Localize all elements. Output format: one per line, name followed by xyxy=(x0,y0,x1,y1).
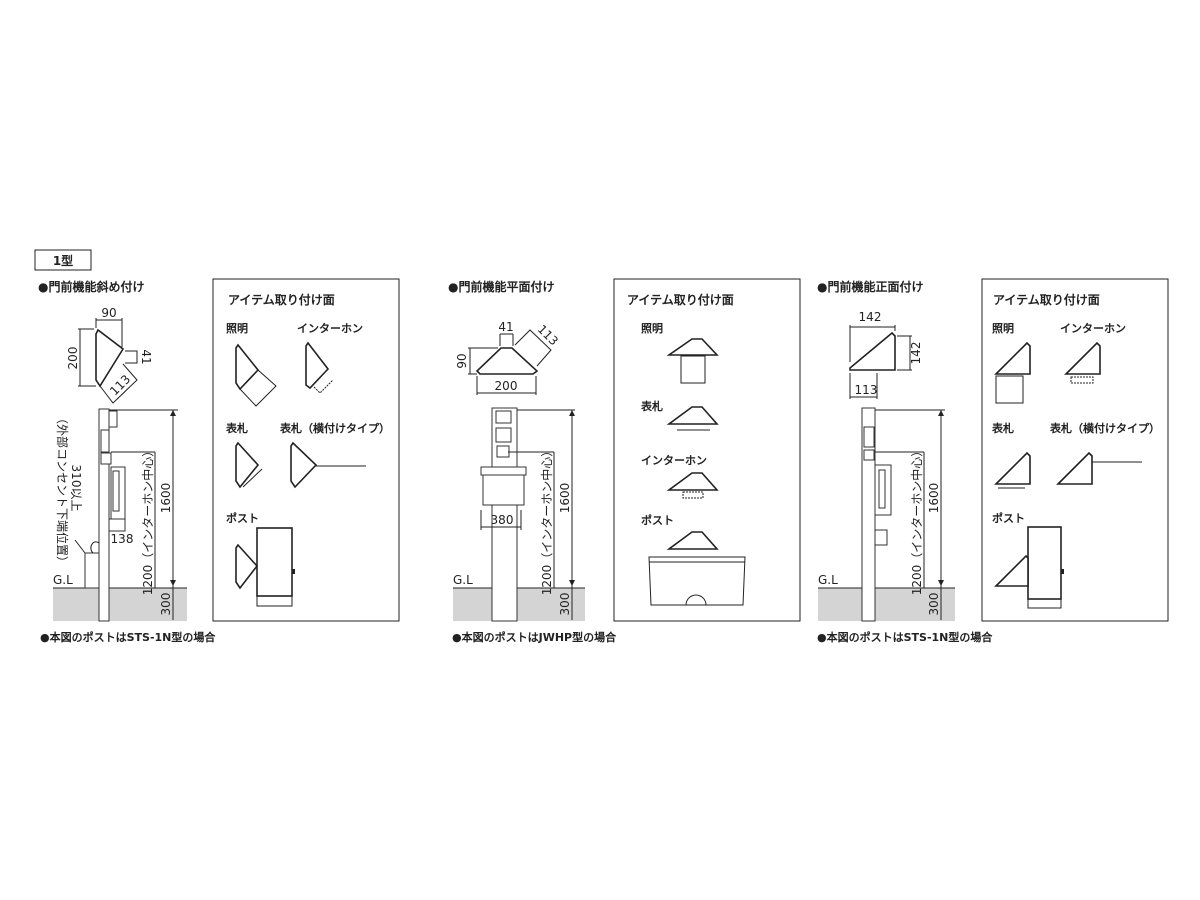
section-front-mount: ●門前機能正面付け 142 142 113 G.L 1600 1200（インター… xyxy=(817,278,1169,644)
mount-face-panel xyxy=(981,278,1169,622)
panel-item-light: 照明 xyxy=(226,322,248,335)
footnote: ●本図のポストはSTS-1N型の場合 xyxy=(817,630,993,644)
panel-item-intercom: インターホン xyxy=(297,322,363,335)
dim-height: 142 xyxy=(909,342,923,365)
panel-item-nameplate: 表札 xyxy=(225,421,248,435)
mount-face-panel xyxy=(613,278,801,622)
dim-intercom-height: 1200（インターホン中心） xyxy=(539,445,554,596)
plan-view: 41 113 90 200 xyxy=(455,320,561,395)
dim-post: 138 xyxy=(111,532,134,546)
post xyxy=(98,408,110,622)
dim-depth: 300 xyxy=(558,593,572,616)
panel-item-post: ポスト xyxy=(641,513,674,527)
section-diagonal-mount: ●門前機能斜め付け 90 200 41 113 G.L 138 310以上 （外… xyxy=(38,278,400,644)
panel-item-light: 照明 xyxy=(641,322,663,335)
outlet-label-2: （外部コンセント下端位置） xyxy=(55,412,70,568)
footnote: ●本図のポストはJWHP型の場合 xyxy=(452,630,617,644)
post xyxy=(491,407,518,622)
dim-diag: 113 xyxy=(107,372,133,398)
section-heading: ●門前機能平面付け xyxy=(448,279,554,294)
footnote: ●本図のポストはSTS-1N型の場合 xyxy=(40,630,216,644)
dim-diag: 113 xyxy=(535,322,561,348)
dim-height: 90 xyxy=(455,353,469,368)
type-label: 1型 xyxy=(53,253,73,268)
panel-title: アイテム取り付け面 xyxy=(993,292,1100,307)
panel-item-nameplate-side: 表札（横付けタイプ） xyxy=(279,421,390,435)
dim-post: 380 xyxy=(491,513,514,527)
dim-intercom-height: 1200（インターホン中心） xyxy=(140,445,155,596)
panel-item-intercom: インターホン xyxy=(1060,322,1126,335)
dim-intercom-height: 1200（インターホン中心） xyxy=(909,445,924,596)
panel-title: アイテム取り付け面 xyxy=(627,292,734,307)
section-flat-mount: ●門前機能平面付け 41 113 90 200 G.L 380 1600 120… xyxy=(448,278,801,644)
panel-item-light: 照明 xyxy=(992,322,1014,335)
dim-total-height: 1600 xyxy=(159,483,173,514)
ground-label: G.L xyxy=(453,573,473,587)
section-heading: ●門前機能正面付け xyxy=(817,279,923,294)
dim-side: 41 xyxy=(139,349,153,364)
panel-item-nameplate: 表札 xyxy=(991,421,1014,435)
ground-fill xyxy=(53,588,187,621)
outlet-label-1: 310以上 xyxy=(69,465,83,512)
dim-depth: 300 xyxy=(927,593,941,616)
plan-view: 142 142 113 xyxy=(849,310,923,399)
plan-view: 90 200 41 113 xyxy=(66,306,153,404)
dim-depth: 300 xyxy=(159,593,173,616)
dim-height: 200 xyxy=(66,347,80,370)
mount-face-panel xyxy=(212,278,400,622)
panel-title: アイテム取り付け面 xyxy=(228,292,335,307)
dim-total-height: 1600 xyxy=(927,483,941,514)
section-heading: ●門前機能斜め付け xyxy=(38,279,144,294)
dim-width: 90 xyxy=(101,306,116,320)
dim-side: 41 xyxy=(498,320,513,334)
ground-label: G.L xyxy=(53,573,73,587)
dim-bottom: 113 xyxy=(855,383,878,397)
ground-label: G.L xyxy=(818,573,838,587)
panel-item-nameplate: 表札 xyxy=(640,399,663,413)
panel-item-post: ポスト xyxy=(226,511,259,525)
type-label-box xyxy=(34,249,92,271)
panel-item-intercom: インターホン xyxy=(641,454,707,467)
panel-item-nameplate-side: 表札（横付けタイプ） xyxy=(1049,421,1160,435)
dim-width: 200 xyxy=(495,379,518,393)
dim-width: 142 xyxy=(859,310,882,324)
dim-total-height: 1600 xyxy=(558,483,572,514)
panel-item-post: ポスト xyxy=(992,511,1025,525)
